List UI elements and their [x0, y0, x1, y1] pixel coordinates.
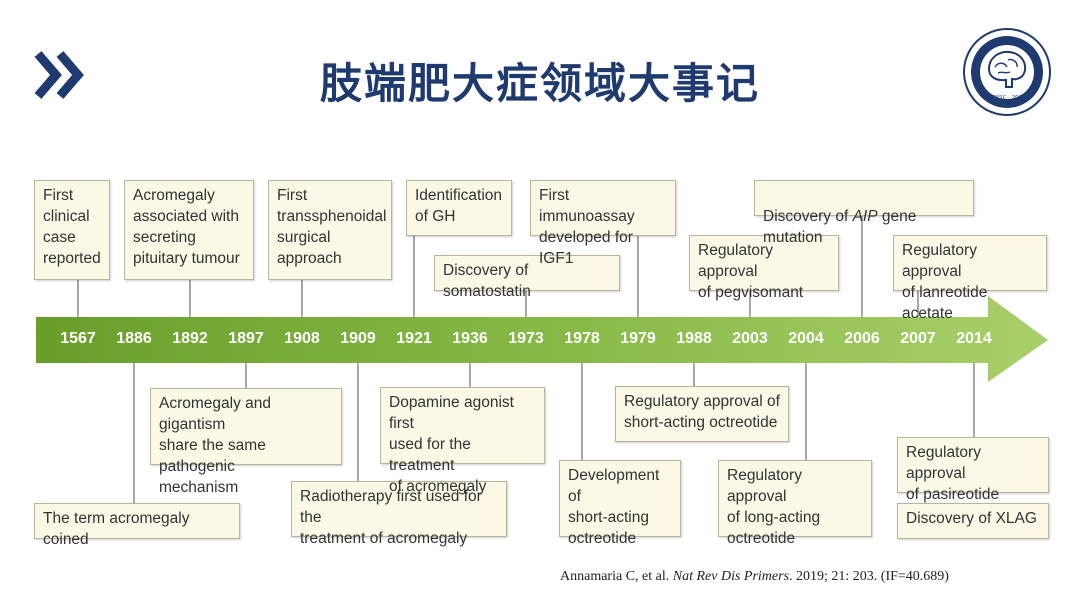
event-box-1988: Regulatory approval of short-acting octr…: [615, 386, 789, 442]
year-label-1892: 1892: [172, 330, 208, 347]
year-label-1886: 1886: [116, 330, 152, 347]
year-label-2004: 2004: [788, 330, 824, 347]
event-box-2014-pasireotide: Regulatory approval of pasireotide: [897, 437, 1049, 503]
citation: Annamaria C, et al. Nat Rev Dis Primers.…: [560, 569, 949, 585]
event-2006-text-a: Discovery of: [763, 208, 853, 225]
year-label-1973: 1973: [508, 330, 544, 347]
event-box-2003: Regulatory approval of pegvisomant: [689, 235, 839, 301]
event-2006-text-b: gene mutation: [763, 208, 917, 246]
double-chevron-right-icon: [34, 51, 84, 99]
event-box-1897: Acromegaly and gigantism share the same …: [150, 388, 342, 496]
year-label-1908: 1908: [284, 330, 320, 347]
year-label-1978: 1978: [564, 330, 600, 347]
year-label-1979: 1979: [620, 330, 656, 347]
event-box-1567: First clinical case reported: [34, 180, 110, 280]
citation-authors: Annamaria C, et al.: [560, 569, 673, 584]
year-label-2007: 2007: [900, 330, 936, 347]
event-box-1978: Development of short-acting octreotide: [559, 460, 681, 547]
year-label-2003: 2003: [732, 330, 768, 347]
event-box-1892: Acromegaly associated with secreting pit…: [124, 180, 254, 280]
event-box-1936: Dopamine agonist first used for the trea…: [380, 387, 545, 495]
year-label-2014: 2014: [956, 330, 992, 347]
connector-lines: [77, 216, 975, 503]
year-label-1909: 1909: [340, 330, 376, 347]
event-box-2014-xlag: Discovery of XLAG: [897, 503, 1049, 539]
event-box-1908: First transsphenoidal surgical approach: [268, 180, 392, 280]
brain-seal-logo: CPASC · 2012: [963, 28, 1051, 116]
timeline-arrow: [36, 296, 1048, 382]
event-box-1979: First immunoassay developed for IGF1: [530, 180, 676, 267]
event-box-2006: Discovery of AIP gene mutation: [754, 180, 974, 246]
page-title: 肢端肥大症领域大事记: [319, 59, 760, 108]
year-label-1897: 1897: [228, 330, 264, 347]
event-box-1973: Discovery of somatostatin: [434, 255, 620, 300]
year-label-1936: 1936: [452, 330, 488, 347]
event-box-1886: The term acromegaly coined: [34, 503, 240, 548]
logo-text: CPASC · 2012: [988, 95, 1025, 101]
event-box-2007: Regulatory approval of lanreotide acetat…: [893, 235, 1047, 322]
year-label-1567: 1567: [60, 330, 96, 347]
event-2006-gene: AIP: [852, 208, 878, 225]
event-box-1909: Radiotherapy first used for the treatmen…: [291, 481, 507, 547]
year-label-1988: 1988: [676, 330, 712, 347]
year-label-2006: 2006: [844, 330, 880, 347]
event-box-1921: Identification of GH: [406, 180, 512, 236]
year-label-1921: 1921: [396, 330, 432, 347]
citation-journal: Nat Rev Dis Primers: [672, 569, 790, 584]
citation-details: . 2019; 21: 203. (IF=40.689): [789, 569, 949, 584]
event-box-2004: Regulatory approval of long-acting octre…: [718, 460, 872, 547]
